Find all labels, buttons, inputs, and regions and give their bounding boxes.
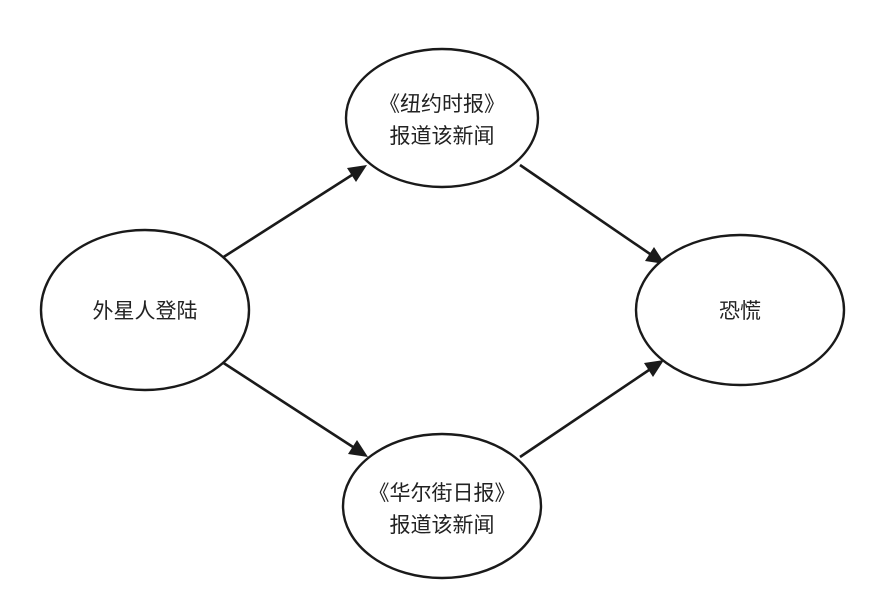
node-panic: 恐慌: [634, 233, 846, 387]
edges: [221, 163, 665, 459]
arrowhead-wsj: [348, 440, 368, 457]
arrowhead-panic-top: [645, 247, 665, 264]
edge-alien-to-wsj: [221, 360, 354, 449]
arrowhead-panic-bottom: [644, 360, 664, 377]
node-wsj-report: 《华尔街日报》 报道该新闻: [341, 432, 543, 580]
node-panic-label: 恐慌: [719, 299, 761, 323]
node-panic-ellipse: [634, 233, 846, 387]
edge-nyt-to-panic: [519, 163, 651, 256]
node-alien-landing-ellipse: [39, 228, 251, 392]
node-wsj-report-label-line1: 《华尔街日报》: [369, 481, 516, 505]
arrowhead-nyt: [347, 165, 367, 182]
node-nyt-report-label-line1: 《纽约时报》: [379, 92, 505, 116]
node-nyt-report-ellipse: [344, 47, 540, 189]
node-nyt-report-label-line2: 报道该新闻: [390, 124, 495, 148]
node-alien-landing: 外星人登陆: [39, 228, 251, 392]
node-wsj-report-ellipse: [341, 432, 543, 580]
node-nyt-report: 《纽约时报》 报道该新闻: [344, 47, 540, 189]
node-wsj-report-label-line2: 报道该新闻: [390, 513, 495, 537]
edge-wsj-to-panic: [519, 368, 650, 459]
edge-alien-to-nyt: [221, 173, 353, 260]
node-alien-landing-label: 外星人登陆: [93, 299, 198, 323]
